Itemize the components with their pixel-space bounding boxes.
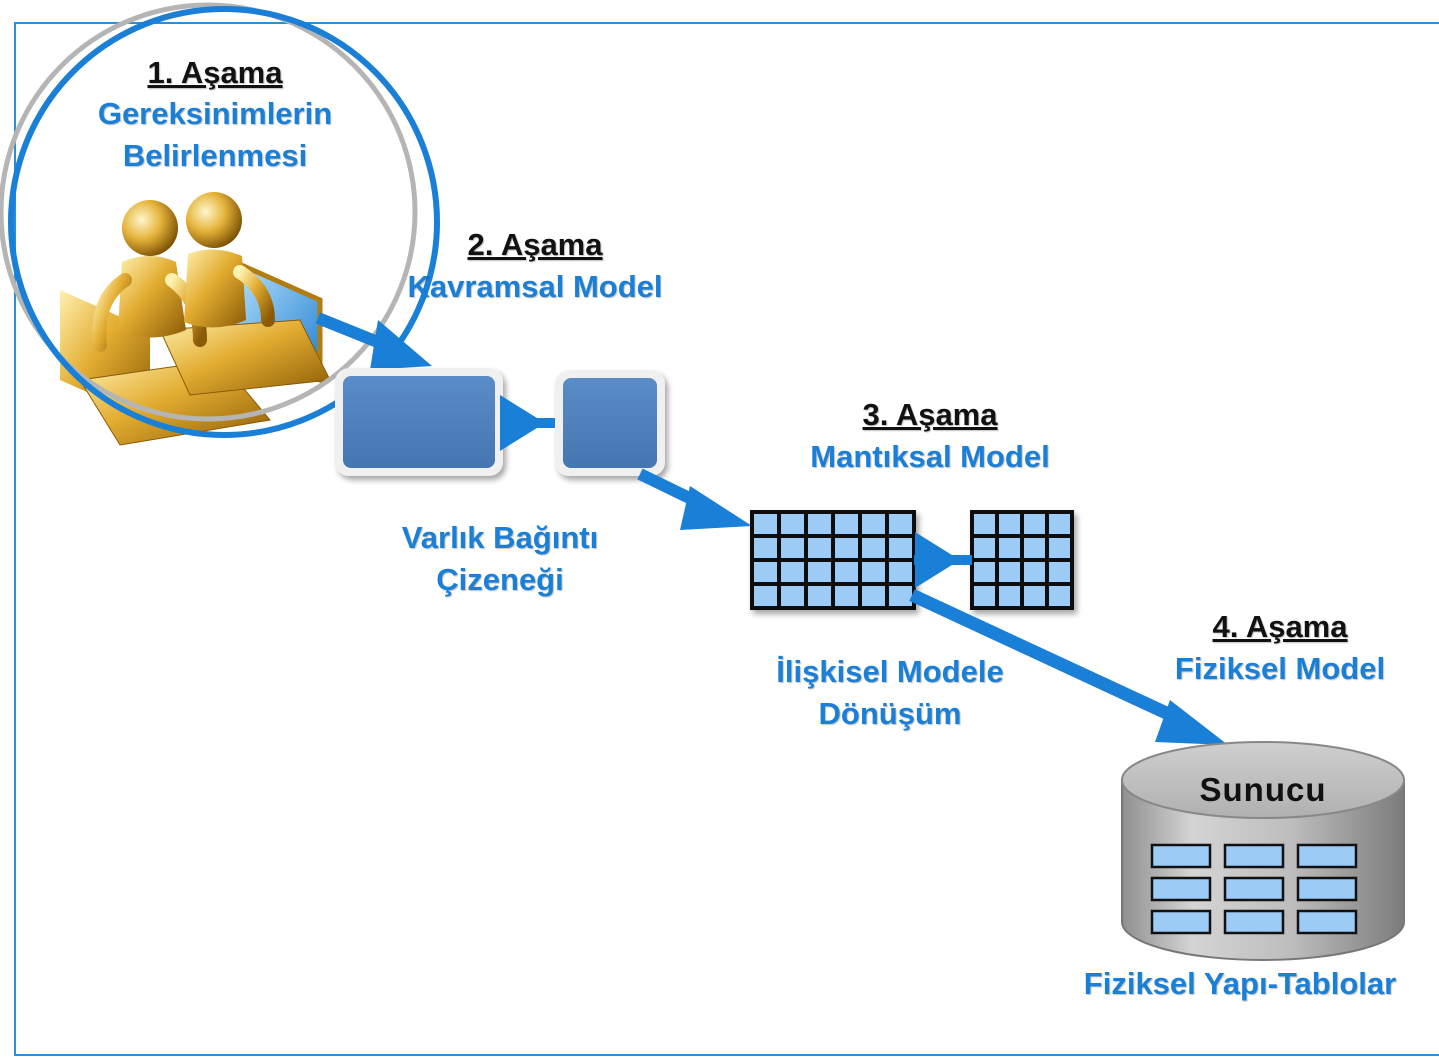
cylinder-table-cell <box>1150 876 1212 902</box>
grid-cell <box>754 586 777 606</box>
stage1-subtitle-line2: Belirlenmesi <box>122 138 308 173</box>
stage1-subtitle-line1: Gereksinimlerin <box>97 96 333 131</box>
grid-cell <box>862 586 885 606</box>
grid-cell <box>999 514 1020 534</box>
grid-cell <box>808 586 831 606</box>
cylinder-table-cell <box>1296 909 1358 935</box>
grid-cell <box>974 514 995 534</box>
grid-cell <box>889 586 912 606</box>
cylinder-table-cell <box>1150 843 1212 869</box>
grid-cell <box>835 538 858 558</box>
grid-cell <box>781 586 804 606</box>
arrow-stage2-to-stage3 <box>637 468 752 530</box>
grid-cell <box>754 514 777 534</box>
stage4-subtitle: Fiziksel Model <box>1174 651 1386 686</box>
relational-caption-line1: İlişkisel Modele <box>776 654 1004 689</box>
grid-cell <box>781 538 804 558</box>
grid-cell <box>974 586 995 606</box>
grid-cell <box>754 562 777 582</box>
grid-cell <box>1024 562 1045 582</box>
grid-cell <box>1024 514 1045 534</box>
table-grid-icon <box>750 510 1074 610</box>
grid-cell <box>974 538 995 558</box>
grid-cell <box>808 514 831 534</box>
cylinder-table-cell <box>1296 843 1358 869</box>
grid-cell <box>1049 562 1070 582</box>
people-with-laptops-icon <box>60 192 331 446</box>
grid-cell <box>862 514 885 534</box>
stage2-subtitle: Kavramsal Model <box>407 269 663 304</box>
grid-cell <box>889 514 912 534</box>
stage1-title: 1. Aşama <box>147 55 283 90</box>
cylinder-table-cell <box>1296 876 1358 902</box>
grid-cell <box>808 538 831 558</box>
grid-cell <box>781 562 804 582</box>
blue-highlight-circle <box>8 6 440 438</box>
arrow-stage1-to-stage2 <box>315 312 432 370</box>
stage4-title: 4. Aşama <box>1212 609 1348 644</box>
grid-cell <box>835 514 858 534</box>
entity-boxes-icon <box>335 368 665 476</box>
grid-cell <box>835 586 858 606</box>
relational-caption-line2: Dönüşüm <box>818 696 962 731</box>
grid-cell <box>999 538 1020 558</box>
grid-cell <box>1049 514 1070 534</box>
er-diagram-caption-line1: Varlık Bağıntı <box>401 520 599 555</box>
grid-cell <box>754 538 777 558</box>
grid-cell <box>999 562 1020 582</box>
grid-cell <box>835 562 858 582</box>
stage2-title: 2. Aşama <box>467 227 603 262</box>
grid-cell <box>1024 538 1045 558</box>
diagram-frame <box>14 22 1439 1056</box>
cylinder-table-cell <box>1150 909 1212 935</box>
arrow-stage3-to-stage4 <box>909 589 1228 745</box>
table-grid-left <box>750 510 916 610</box>
stage3-subtitle: Mantıksal Model <box>810 439 1050 474</box>
cylinder-table-cell <box>1223 909 1285 935</box>
server-label: Sunucu <box>1199 771 1327 808</box>
cylinder-table-cell <box>1223 876 1285 902</box>
grid-cell <box>1049 586 1070 606</box>
grid-cell <box>974 562 995 582</box>
grid-cell <box>862 538 885 558</box>
grid-cell <box>889 538 912 558</box>
database-cylinder-icon <box>1121 741 1405 961</box>
grid-connector-arrowhead <box>915 532 960 588</box>
grid-cell <box>1024 586 1045 606</box>
grid-cell <box>999 586 1020 606</box>
table-grid-right <box>970 510 1074 610</box>
grid-cell <box>862 562 885 582</box>
physical-caption: Fiziksel Yapı-Tablolar <box>1083 966 1397 1001</box>
gray-highlight-circle <box>0 2 418 422</box>
grid-cell <box>1049 538 1070 558</box>
er-diagram-caption-line2: Çizeneği <box>436 562 564 597</box>
grid-cell <box>781 514 804 534</box>
grid-cell <box>889 562 912 582</box>
stage3-title: 3. Aşama <box>862 397 998 432</box>
grid-cell <box>808 562 831 582</box>
cylinder-table-cell <box>1223 843 1285 869</box>
